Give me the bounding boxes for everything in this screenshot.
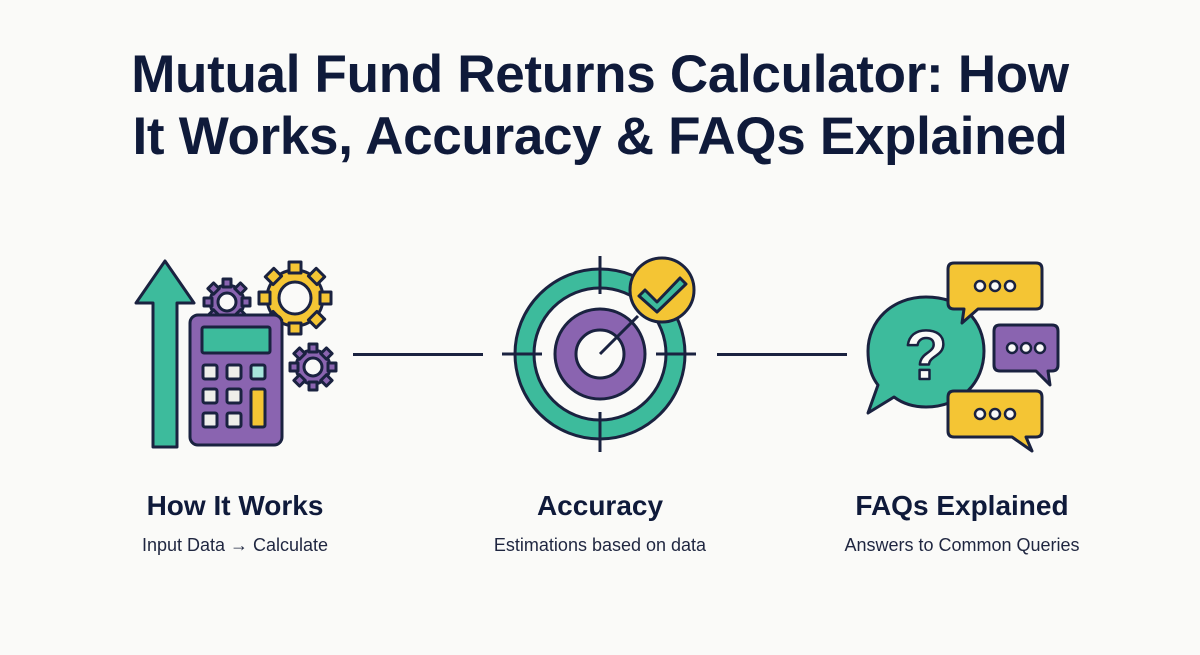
title-line-2: It Works, Accuracy & FAQs Explained xyxy=(132,107,1068,166)
section-faqs: FAQs Explained Answers to Common Queries xyxy=(782,488,1142,556)
target-checkmark-icon xyxy=(502,256,696,452)
connector-line-right xyxy=(717,353,847,356)
connector-line-left xyxy=(353,353,483,356)
section-subtitle: Answers to Common Queries xyxy=(844,535,1080,555)
section-heading: How It Works xyxy=(146,490,324,521)
section-accuracy: Accuracy Estimations based on data xyxy=(420,488,780,556)
svg-text:?: ? xyxy=(905,316,948,394)
calculator-gears-arrow-icon xyxy=(134,259,338,449)
title-line-1: Mutual Fund Returns Calculator: How xyxy=(131,45,1069,104)
page-title: Mutual Fund Returns Calculator: How It W… xyxy=(0,44,1200,168)
section-subtitle: Input Data → Calculate xyxy=(141,535,329,555)
section-subtitle: Estimations based on data xyxy=(493,535,707,555)
section-heading: FAQs Explained xyxy=(855,490,1069,521)
chat-bubbles-question-icon: ? xyxy=(866,261,1060,453)
section-heading: Accuracy xyxy=(536,490,664,521)
section-how-it-works: How It Works Input Data → Calculate xyxy=(55,488,415,556)
